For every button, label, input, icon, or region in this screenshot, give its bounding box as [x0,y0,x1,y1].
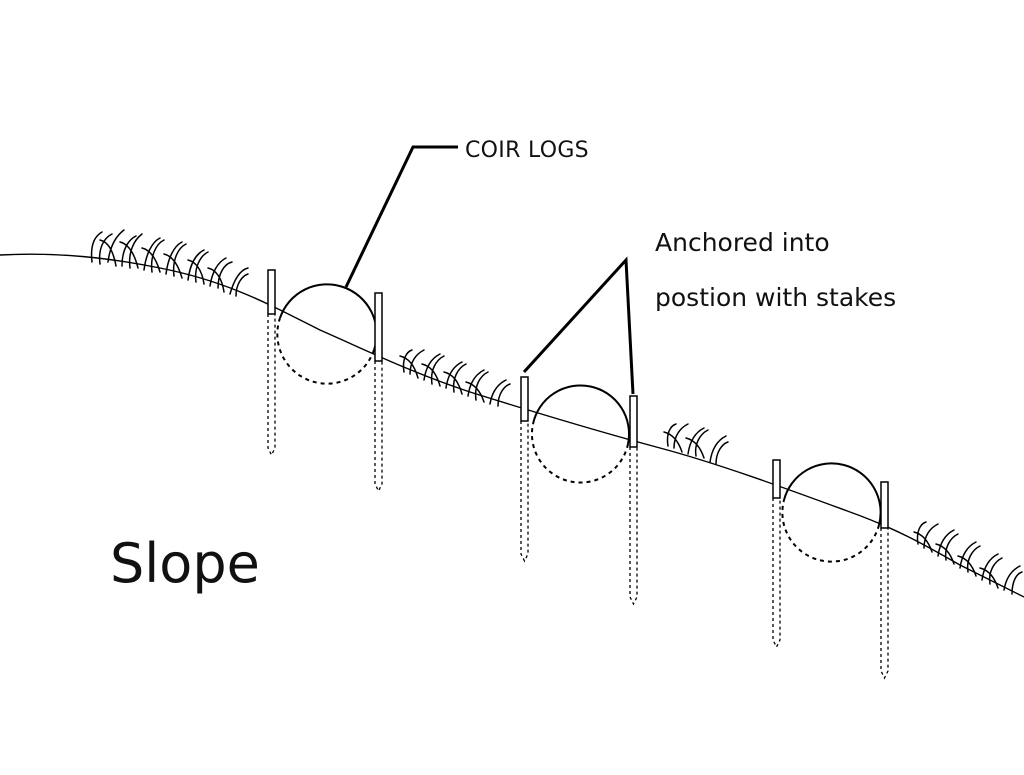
coir-log-2 [530,384,631,484]
coir-logs-leader-line [344,145,458,288]
stake-1b [374,292,383,493]
anchored-stakes-label-line2: postion with stakes [655,283,897,312]
coir-log-3-visible [783,462,882,526]
coir-log-1 [276,283,378,385]
grass-clump-3 [663,423,729,465]
grass-clump-4 [913,521,1023,595]
anchored-stakes-label: Anchored into postion with stakes [655,215,896,325]
grass-clump-1 [90,229,249,297]
coir-log-3 [781,462,882,563]
stake-2a [520,376,529,563]
stake-2b [629,395,638,606]
coir-log-3-buried [781,499,880,563]
stake-1a [267,269,276,457]
coir-log-2-buried [530,423,629,484]
stake-3a [772,459,781,649]
grass-clump-2 [399,349,511,407]
coir-log-1-buried [276,317,375,385]
stake-3b [880,481,889,680]
coir-logs-label: COIR LOGS [465,138,589,163]
slope-label: Slope [110,532,260,595]
coir-log-2-visible [532,384,631,445]
anchored-stakes-label-line1: Anchored into [655,228,830,257]
slope-ground-line [0,253,1024,598]
stakes-leader-line [522,256,635,395]
